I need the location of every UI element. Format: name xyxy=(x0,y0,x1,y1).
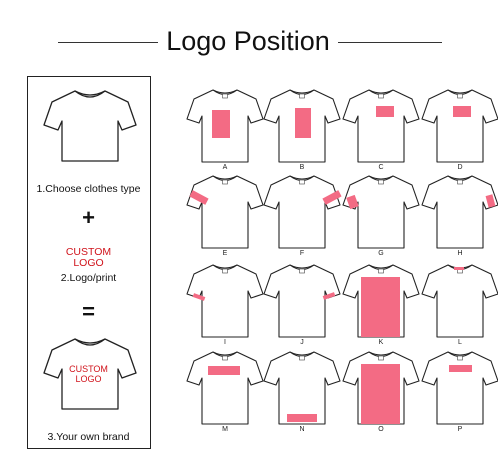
position-label: O xyxy=(378,426,384,433)
tshirt-icon xyxy=(342,89,420,163)
logo-area xyxy=(376,106,394,117)
title-rule-left xyxy=(58,42,158,43)
position-i: I xyxy=(184,261,266,351)
custom-logo-line2: LOGO xyxy=(73,257,104,269)
logo-area xyxy=(453,106,471,117)
position-label: L xyxy=(458,339,462,346)
position-c: C xyxy=(340,86,422,176)
equals-sign: = xyxy=(82,299,95,324)
position-k: K xyxy=(340,261,422,351)
logo-area xyxy=(192,293,206,301)
position-label: M xyxy=(222,426,228,433)
page-title: Logo Position xyxy=(166,26,330,56)
branded-tshirt-icon xyxy=(43,338,137,410)
logo-area xyxy=(287,414,317,422)
step-1-text: 1.Choose clothes type xyxy=(36,183,141,195)
title-rule-right xyxy=(338,42,442,43)
tshirt-icon xyxy=(421,351,498,425)
step-2-text: 2.Logo/print xyxy=(60,272,117,284)
tshirt-icon xyxy=(421,264,498,338)
tshirt-icon xyxy=(263,264,341,338)
position-f: F xyxy=(261,172,343,262)
position-label: A xyxy=(222,164,228,171)
position-label: E xyxy=(222,250,228,257)
position-o: O xyxy=(340,348,422,438)
position-j: J xyxy=(261,261,343,351)
tshirt-icon xyxy=(342,264,420,338)
position-h: H xyxy=(419,172,498,262)
tshirt-icon xyxy=(421,89,498,163)
position-label: C xyxy=(378,164,384,171)
position-a: A xyxy=(184,86,266,176)
position-n: N xyxy=(261,348,343,438)
plain-tshirt-icon xyxy=(43,90,137,162)
position-label: B xyxy=(299,164,305,171)
position-g: G xyxy=(340,172,422,262)
logo-area xyxy=(189,190,209,205)
position-b: B xyxy=(261,86,343,176)
custom-logo-line1: CUSTOM xyxy=(65,246,112,258)
position-label: H xyxy=(457,250,463,257)
shirt-logo-line1: CUSTOM xyxy=(69,364,108,374)
position-e: E xyxy=(184,172,266,262)
logo-area xyxy=(208,366,240,375)
logo-area xyxy=(454,267,464,270)
tshirt-icon xyxy=(186,264,264,338)
logo-area xyxy=(485,194,496,208)
position-label: G xyxy=(378,250,384,257)
logo-area xyxy=(322,292,336,300)
logo-area xyxy=(322,190,342,205)
tshirt-icon xyxy=(186,351,264,425)
position-m: M xyxy=(184,348,266,438)
position-label: D xyxy=(457,164,463,171)
tshirt-icon xyxy=(263,351,341,425)
position-label: P xyxy=(457,426,463,433)
tshirt-icon xyxy=(421,175,498,249)
tshirt-icon xyxy=(186,89,264,163)
logo-area xyxy=(449,365,472,372)
header: Logo Position xyxy=(0,0,498,70)
shirt-logo-line2: LOGO xyxy=(75,374,102,384)
position-label: F xyxy=(299,250,305,257)
tshirt-icon xyxy=(186,175,264,249)
position-label: J xyxy=(300,339,304,346)
logo-area xyxy=(295,108,311,138)
position-label: I xyxy=(224,339,226,346)
step-3-text: 3.Your own brand xyxy=(47,431,130,443)
tshirt-icon xyxy=(342,351,420,425)
tshirt-icon xyxy=(342,175,420,249)
plus-sign: + xyxy=(82,205,95,230)
position-l: L xyxy=(419,261,498,351)
tshirt-icon xyxy=(263,175,342,249)
position-label: N xyxy=(299,426,305,433)
logo-area xyxy=(361,277,400,337)
position-d: D xyxy=(419,86,498,176)
steps-panel: 1.Choose clothes type + CUSTOM LOGO 2.Lo… xyxy=(27,76,151,449)
tshirt-icon xyxy=(263,89,341,163)
logo-area xyxy=(346,194,359,210)
position-label: K xyxy=(378,339,384,346)
position-p: P xyxy=(419,348,498,438)
logo-area xyxy=(361,364,400,424)
logo-area xyxy=(212,110,230,138)
